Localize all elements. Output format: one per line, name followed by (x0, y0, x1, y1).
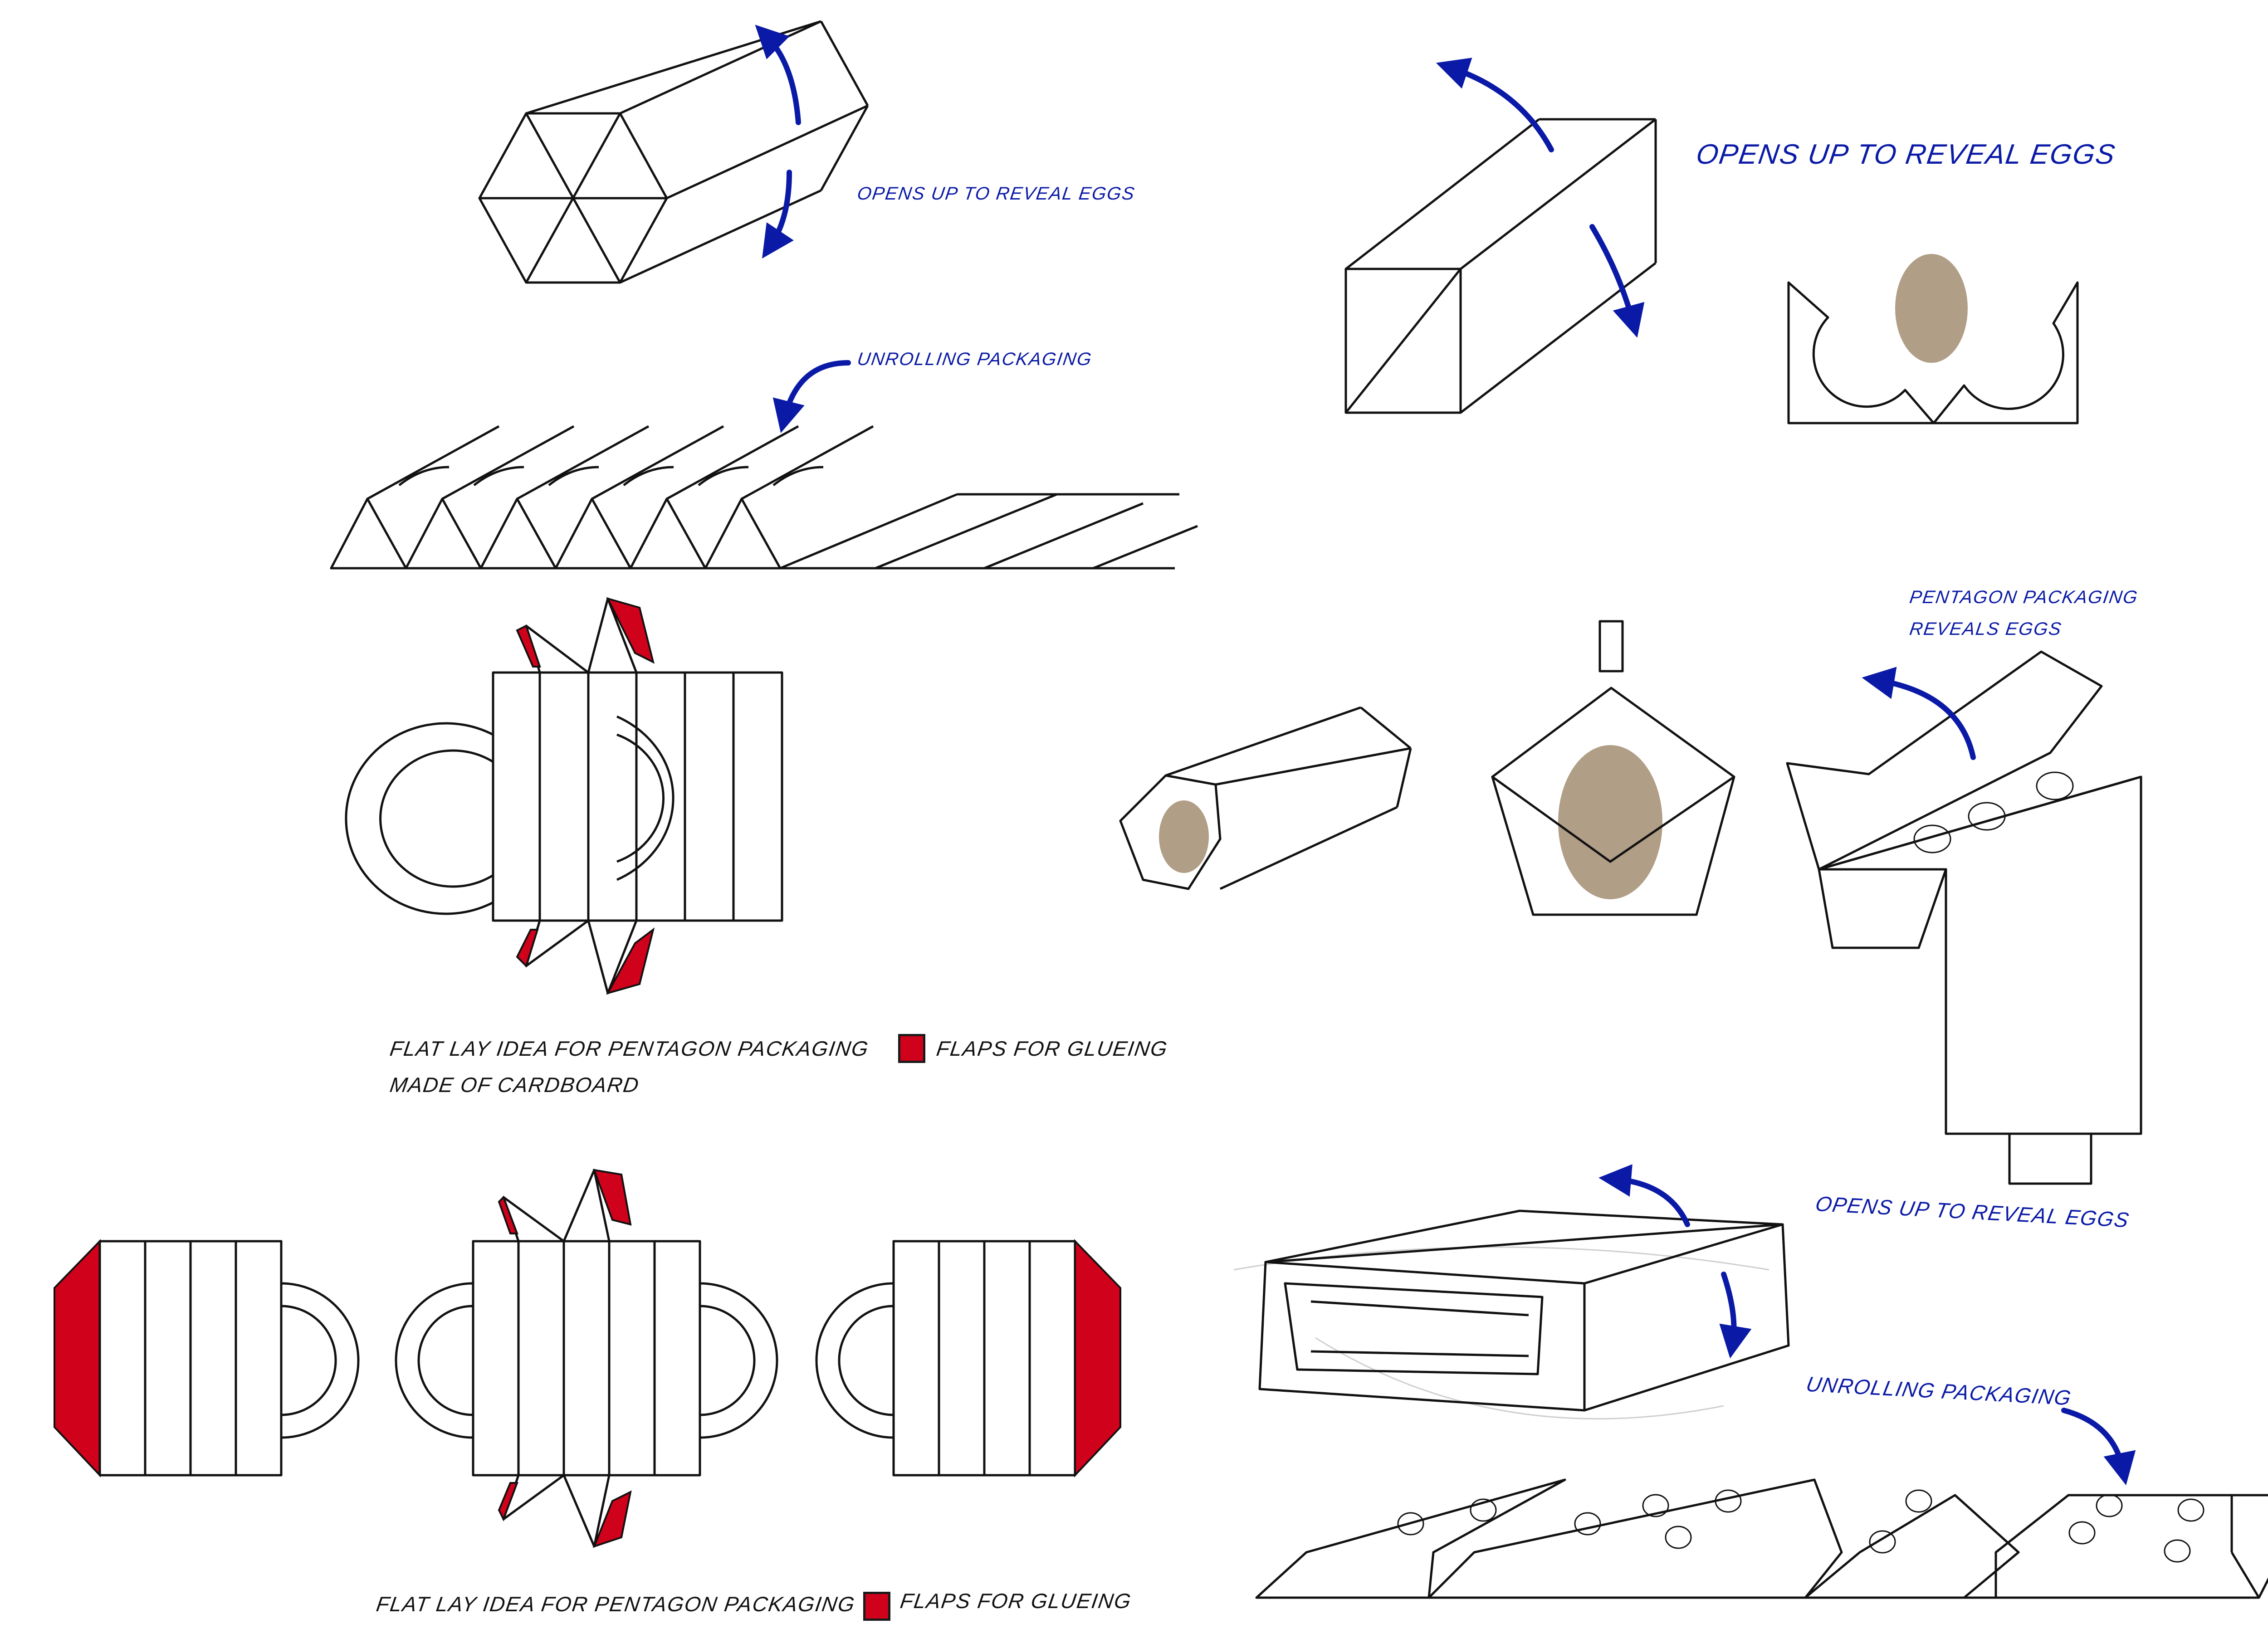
legend-flaps-1: FLAPS FOR GLUEING (935, 1037, 1170, 1060)
glue-flap-legend-swatch (863, 1592, 890, 1621)
egg-slot-icon (1642, 1494, 1669, 1517)
egg-slot-icon (1665, 1526, 1692, 1549)
egg-slot-icon (1715, 1489, 1742, 1513)
pentagon-dispenser-sketch (1786, 650, 2142, 1185)
triangle-prism (554, 497, 632, 570)
annotation-pentagon-line1: PENTAGON PACKAGING (1908, 587, 2140, 607)
glue-flap (606, 597, 655, 664)
hexagonal-prism-sketch (478, 20, 869, 284)
annotation-hex-unrolling: UNROLLING PACKAGING (855, 349, 1094, 369)
egg-slot-icon (1869, 1530, 1896, 1554)
tray-box-sketch (1233, 1164, 1790, 1420)
egg-slot-icon (1574, 1512, 1601, 1536)
caption-flatlay2-line1: FLAT LAY IDEA FOR PENTAGON PACKAGING (375, 1592, 857, 1616)
triangle-prism (479, 497, 557, 570)
annotation-box-opens: OPENS UP TO REVEAL EGGS (1694, 139, 2118, 170)
open-arrow-icon (1598, 1164, 1690, 1227)
triangle-prism (405, 497, 482, 570)
egg-icon (1159, 800, 1209, 873)
annotation-pentagon-line2: REVEALS EGGS (1908, 619, 2063, 639)
prism-ridge (516, 425, 650, 500)
triangle-prism (330, 497, 407, 570)
glue-flap-legend-swatch (898, 1034, 925, 1063)
egg-slot-icon (1968, 802, 2006, 831)
prism-ridge (666, 425, 799, 500)
flat-lay-net-2 (54, 1169, 1121, 1548)
glue-flap (516, 929, 539, 968)
unroll-arrow-icon (2061, 1408, 2136, 1486)
egg-slot-icon (2177, 1498, 2204, 1522)
caption-flatlay1-line1: FLAT LAY IDEA FOR PENTAGON PACKAGING (388, 1037, 870, 1060)
prism-ridge (591, 425, 724, 500)
flat-lay-net-1 (345, 597, 783, 995)
egg-slot-icon (2068, 1521, 2096, 1545)
unroll-arrow-icon (772, 360, 851, 433)
unrolling-triangle-strip-sketch (330, 360, 1198, 570)
egg-cutout (548, 466, 599, 486)
glue-flap (498, 1482, 518, 1521)
egg-slot-icon (2096, 1494, 2123, 1517)
egg-icon (1558, 745, 1662, 899)
egg-slot-icon (1470, 1498, 1497, 1522)
egg-slot-icon (1913, 824, 1951, 853)
egg-holder-cross-section (1787, 254, 2079, 424)
triangle-prism (704, 497, 782, 570)
open-arrow-icon (755, 24, 801, 125)
egg-slot-icon (2164, 1539, 2191, 1563)
glue-flap (498, 1195, 518, 1234)
egg-cutout (623, 466, 674, 486)
glue-flap (592, 1169, 632, 1226)
glue-flap (592, 1490, 632, 1548)
egg-slot-icon (2036, 771, 2074, 800)
glue-flap (606, 927, 655, 995)
prism-ridge (441, 425, 575, 500)
egg-cutout (398, 466, 450, 486)
glue-flap (1074, 1239, 1121, 1478)
triangle-prism (629, 497, 707, 570)
unrolling-tray-strip-sketch (1255, 1408, 2268, 1599)
open-arrow-icon (1436, 58, 1554, 152)
open-arrow-icon (1719, 1272, 1752, 1359)
open-arrow-icon (1862, 667, 1976, 760)
rectangular-box-sketch (1344, 58, 1657, 414)
legend-flaps-2: FLAPS FOR GLUEING (899, 1589, 1134, 1613)
egg-slot-icon (1397, 1512, 1424, 1536)
egg-icon (1895, 254, 1968, 363)
pentagon-front-sketch (1491, 620, 1735, 916)
open-arrow-icon (1589, 224, 1645, 338)
egg-cutout (473, 466, 524, 486)
egg-cutout (772, 466, 824, 486)
pentagon-prism-sketch (1119, 706, 1412, 890)
prism-ridge (367, 425, 500, 500)
glue-flap (54, 1239, 101, 1478)
open-arrow-icon (762, 170, 794, 258)
glue-flap (516, 624, 541, 668)
egg-slot-icon (1905, 1489, 1932, 1513)
annotation-hex-opens: OPENS UP TO REVEAL EGGS (855, 184, 1137, 204)
caption-flatlay1-line2: MADE OF CARDBOARD (388, 1073, 641, 1097)
prism-ridge (741, 425, 874, 500)
egg-cutout (698, 466, 749, 486)
